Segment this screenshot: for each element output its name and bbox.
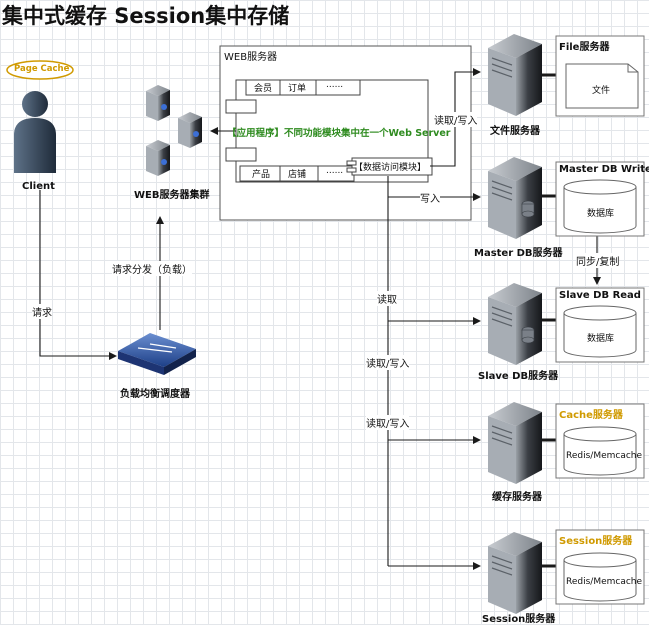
file-server-icon [487, 33, 543, 117]
load-balancer-label: 负载均衡调度器 [120, 389, 190, 400]
edge-label-dispatch: 请求分发（负载） [112, 261, 192, 276]
cache-server-label: 缓存服务器 [492, 492, 542, 503]
cache-box-title: Cache服务器 [559, 410, 623, 421]
session-box-title: Session服务器 [559, 536, 633, 547]
master-db-server-label: Master DB服务器 [474, 248, 563, 259]
module-order: 订单 [288, 84, 307, 94]
slave-db-server-icon [487, 282, 543, 366]
web-cluster-icon [146, 85, 202, 176]
slave-db-cylinder-icon [563, 305, 637, 358]
session-box-content: Redis/Memcache [566, 577, 643, 587]
master-box-title: Master DB Write [559, 164, 649, 175]
master-box-content: 数据库 [587, 209, 615, 219]
cache-box-content: Redis/Memcache [566, 451, 643, 461]
edge-request [39, 190, 117, 360]
cache-server-icon [487, 401, 543, 485]
app-note: 【应用程序】不同功能模块集中在一个Web Server [227, 128, 451, 139]
module-more-bottom: ...... [326, 166, 344, 176]
cache-cylinder-icon [563, 426, 637, 476]
edge-label-read: 读取 [377, 291, 397, 306]
edge-label-request: 请求 [32, 304, 52, 319]
client-label: Client [22, 181, 55, 192]
edge-label-write: 写入 [420, 190, 440, 205]
module-product: 产品 [252, 170, 271, 180]
module-shop: 店铺 [288, 170, 307, 180]
edge-label-session-rw: 读取/写入 [366, 415, 410, 430]
session-server-icon [487, 531, 543, 615]
client-person-icon [14, 91, 56, 173]
module-more-top: ...... [326, 80, 344, 90]
file-server-label: 文件服务器 [490, 126, 540, 137]
session-server-label: Session服务器 [482, 614, 556, 625]
load-balancer-icon [118, 333, 196, 375]
page-title: 集中式缓存 Session集中存储 [2, 4, 290, 28]
data-access-label: 【数据访问模块】 [354, 163, 427, 173]
master-db-server-icon [487, 156, 543, 240]
edge-label-cache-rw: 读取/写入 [366, 355, 410, 370]
edge-label-file-rw: 读取/写入 [434, 112, 478, 127]
web-cluster-label: WEB服务器集群 [134, 190, 210, 201]
master-db-cylinder-icon [563, 179, 637, 234]
slave-box-content: 数据库 [587, 334, 615, 344]
slave-box-title: Slave DB Read [559, 290, 641, 301]
session-cylinder-icon [563, 552, 637, 602]
slave-db-server-label: Slave DB服务器 [478, 371, 559, 382]
edge-label-sync: 同步/复制 [576, 253, 620, 268]
file-box-title: File服务器 [559, 42, 610, 53]
module-member: 会员 [254, 84, 273, 94]
web-server-title: WEB服务器 [224, 52, 278, 63]
file-document-icon [565, 63, 639, 109]
page-cache-badge [6, 60, 74, 80]
file-box-content: 文件 [592, 86, 611, 96]
page-cache-label: Page Cache [14, 64, 70, 74]
